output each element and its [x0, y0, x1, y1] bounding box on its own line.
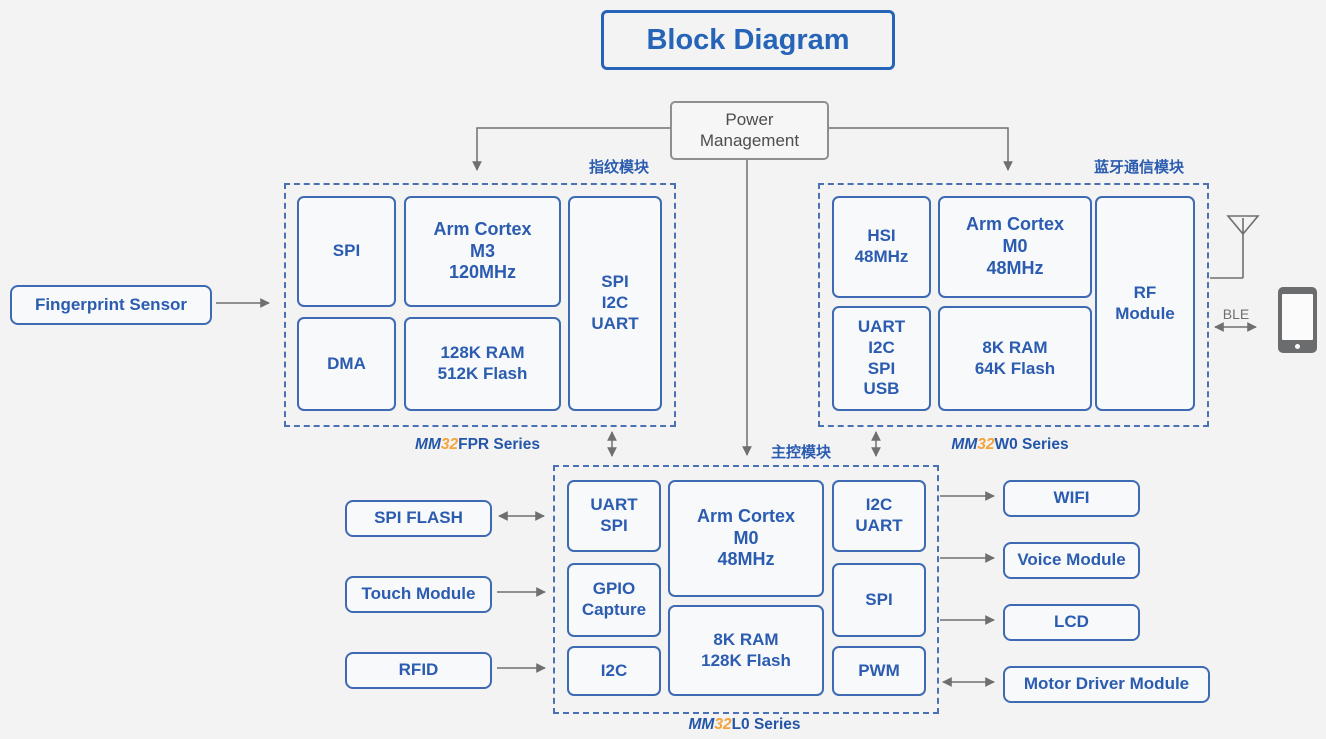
bt-hsi-block: HSI 48MHz — [832, 196, 931, 298]
fingerprint-series-label: MM32FPR Series — [405, 436, 550, 454]
voice-module-box: Voice Module — [1003, 542, 1140, 579]
main-pwm-block: PWM — [832, 646, 926, 696]
series-number: 32 — [714, 716, 732, 733]
series-number: 32 — [440, 436, 459, 453]
diagram-title: Block Diagram — [601, 10, 895, 70]
main-i2c-block: I2C — [567, 646, 661, 696]
bt-rf-module-block: RF Module — [1095, 196, 1195, 411]
bt-cpu-block: Arm Cortex M0 48MHz — [938, 196, 1092, 298]
connector-lines — [216, 127, 1257, 687]
power-to-fingerprint-line — [472, 127, 670, 171]
main-cpu-block: Arm Cortex M0 48MHz — [668, 480, 824, 597]
main-uart-spi-block: UART SPI — [567, 480, 661, 552]
power-management-box: Power Management — [670, 101, 829, 160]
main-spi-block: SPI — [832, 563, 926, 637]
power-to-bluetooth-line — [825, 127, 1013, 171]
series-prefix: MM — [415, 436, 441, 453]
smartphone-icon — [1278, 287, 1317, 353]
main-module-frame — [553, 465, 939, 714]
series-suffix: L0 Series — [731, 716, 801, 733]
fingerprint-module-frame — [284, 183, 676, 427]
fp-spi-block: SPI — [297, 196, 396, 307]
fingerprint-sensor-box: Fingerprint Sensor — [10, 285, 212, 325]
fp-peripherals-block: SPI I2C UART — [568, 196, 662, 411]
smartphone-screen — [1282, 294, 1313, 340]
lcd-box: LCD — [1003, 604, 1140, 641]
fp-memory-block: 128K RAM 512K Flash — [404, 317, 561, 411]
bluetooth-module-tag: 蓝牙通信模块 — [1094, 159, 1185, 176]
series-prefix: MM — [688, 716, 715, 733]
rfid-box: RFID — [345, 652, 492, 689]
fp-dma-block: DMA — [297, 317, 396, 411]
main-memory-block: 8K RAM 128K Flash — [668, 605, 824, 696]
spi-flash-box: SPI FLASH — [345, 500, 492, 537]
main-i2c-uart-block: I2C UART — [832, 480, 926, 552]
series-suffix: W0 Series — [994, 436, 1069, 453]
wifi-box: WIFI — [1003, 480, 1140, 517]
touch-module-box: Touch Module — [345, 576, 492, 613]
main-series-label: MM32L0 Series — [672, 716, 817, 734]
bt-memory-block: 8K RAM 64K Flash — [938, 306, 1092, 411]
fingerprint-module-tag: 指纹模块 — [589, 159, 650, 176]
series-suffix: FPR Series — [458, 436, 540, 453]
main-module-tag: 主控模块 — [771, 444, 832, 461]
bt-peripherals-block: UART I2C SPI USB — [832, 306, 931, 411]
ble-label: BLE — [1222, 306, 1250, 322]
smartphone-home-button — [1295, 344, 1300, 349]
bluetooth-module-frame — [818, 183, 1209, 427]
bluetooth-series-label: MM32W0 Series — [940, 436, 1080, 454]
antenna-icon — [1210, 215, 1260, 279]
series-number: 32 — [977, 436, 995, 453]
main-gpio-block: GPIO Capture — [567, 563, 661, 637]
series-prefix: MM — [951, 436, 978, 453]
motor-driver-box: Motor Driver Module — [1003, 666, 1210, 703]
fp-cpu-block: Arm Cortex M3 120MHz — [404, 196, 561, 307]
